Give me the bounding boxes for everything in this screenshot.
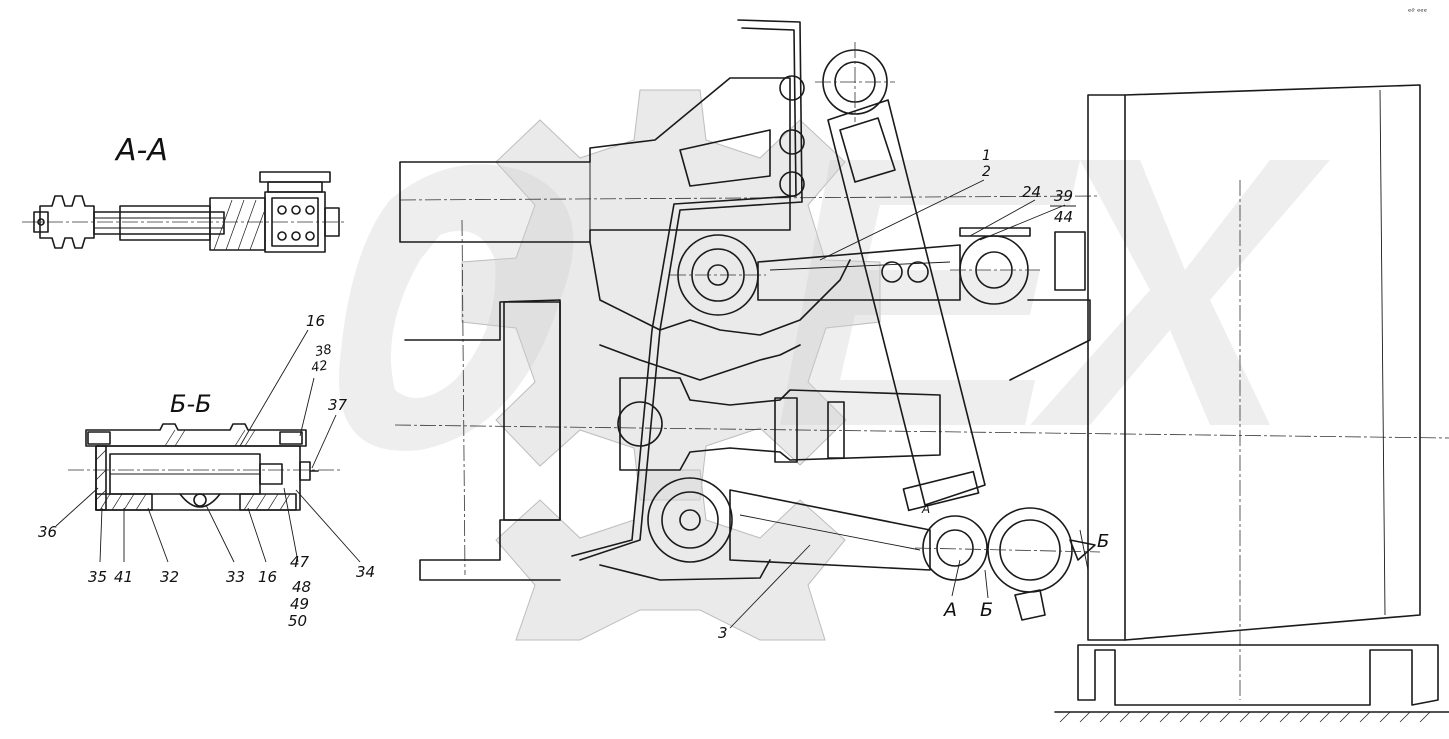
callout-2: 2 xyxy=(982,164,991,180)
callout-24: 24 xyxy=(1022,183,1041,201)
section-aa-view xyxy=(22,171,345,253)
view-marker-a-small: A xyxy=(921,502,930,516)
view-marker-b: Б xyxy=(980,599,993,621)
corner-stamp: ᵉ⁰ ᵉᵉᵉ xyxy=(1408,7,1427,16)
callout-48: 48 xyxy=(292,578,311,596)
right-structure xyxy=(1054,84,1449,723)
main-assembly xyxy=(394,19,1449,621)
section-bb-view xyxy=(68,423,340,511)
callout-38: 38 xyxy=(314,342,333,360)
callout-36: 36 xyxy=(38,523,57,541)
callout-33: 33 xyxy=(226,568,245,586)
callout-1: 1 xyxy=(982,148,991,164)
callout-42: 42 xyxy=(310,358,329,376)
callout-41: 41 xyxy=(114,568,133,586)
callout-44: 44 xyxy=(1054,208,1073,226)
callout-50: 50 xyxy=(288,612,307,630)
callout-32: 32 xyxy=(160,568,179,586)
section-bb-leaders xyxy=(55,329,361,563)
callout-47: 47 xyxy=(290,553,310,571)
callout-34: 34 xyxy=(356,563,375,581)
section-bb-title: Б-Б xyxy=(170,390,212,418)
callout-16-bottom: 16 xyxy=(258,568,277,586)
callout-labels: 1 2 3 24 39 44 16 38 42 37 36 35 41 32 3… xyxy=(38,7,1427,642)
view-marker-b-right: Б xyxy=(1097,531,1109,552)
view-marker-a: А xyxy=(942,599,957,621)
callout-35: 35 xyxy=(88,568,107,586)
callout-49: 49 xyxy=(290,595,309,613)
section-aa-title: А-А xyxy=(114,133,168,168)
callout-16-top: 16 xyxy=(306,312,325,330)
callout-3: 3 xyxy=(718,624,728,642)
callout-39: 39 xyxy=(1054,187,1073,205)
callout-37: 37 xyxy=(328,396,348,414)
main-leaders xyxy=(729,179,1066,629)
